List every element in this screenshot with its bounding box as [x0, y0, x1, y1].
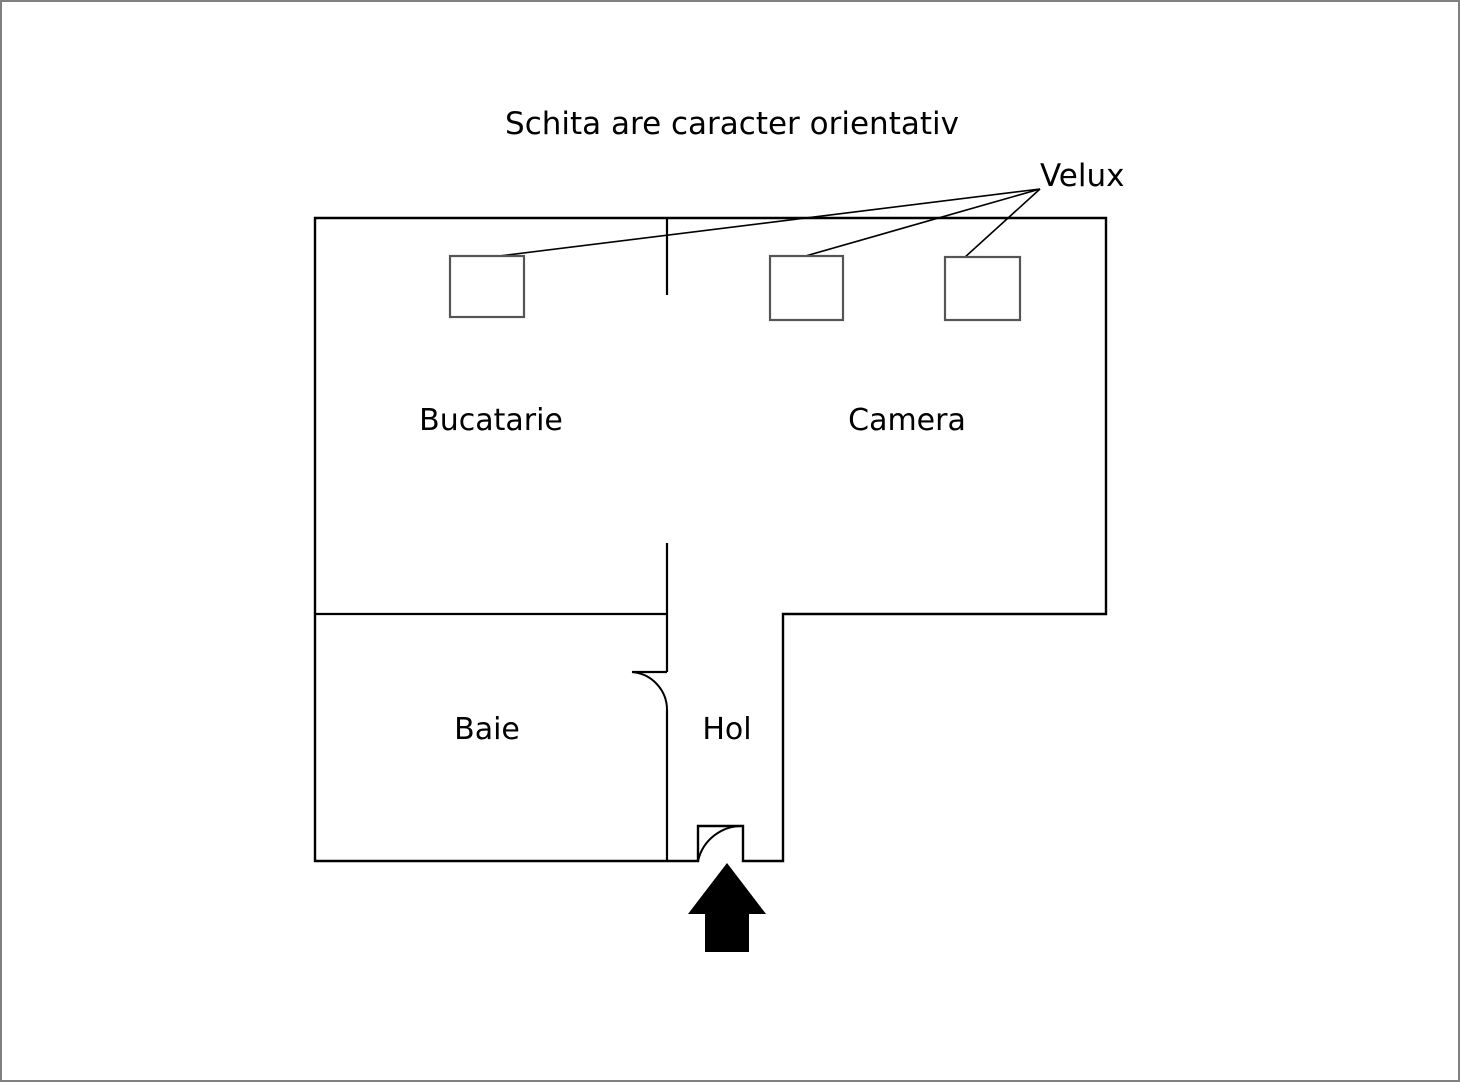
bathroom-door-swing-icon — [631, 671, 669, 711]
velux-skylight-2 — [768, 254, 845, 322]
entry-door-swing-icon — [697, 824, 744, 862]
room-label-camera: Camera — [848, 403, 966, 438]
velux-skylight-1 — [448, 254, 526, 319]
velux-leader-line-3 — [963, 188, 1041, 259]
velux-leader-line-1 — [490, 188, 1041, 258]
room-label-bucatarie: Bucatarie — [419, 403, 563, 438]
velux-skylight-3 — [943, 255, 1022, 322]
velux-callout-label: Velux — [1040, 158, 1124, 194]
room-label-hol: Hol — [702, 712, 751, 747]
apartment-outline-wall — [313, 216, 1108, 863]
velux-leader-line-2 — [801, 188, 1041, 258]
room-label-baie: Baie — [454, 712, 520, 747]
page-title-note: Schita are caracter orientativ — [505, 106, 959, 142]
entrance-direction-arrow-icon — [688, 863, 766, 952]
